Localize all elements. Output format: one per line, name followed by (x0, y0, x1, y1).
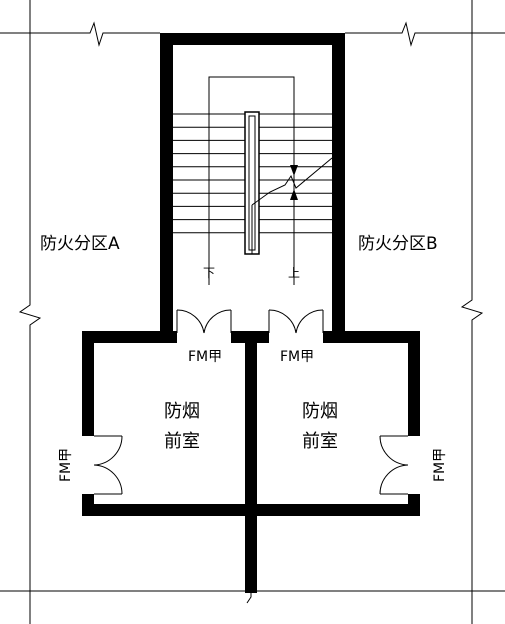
lobby-right-wall-upper (408, 331, 420, 436)
right-lobby-label-line2: 前室 (302, 431, 338, 452)
stair-left-wall (160, 33, 173, 331)
stair-down-label: 下 (203, 266, 215, 280)
fire-zone-b-label: 防火分区B (358, 234, 438, 254)
stair-right-wall (332, 33, 345, 331)
right-lobby-label-line1: 防烟 (302, 401, 338, 422)
lobby-center-wall (245, 331, 257, 593)
stair-shaft-walls (160, 33, 345, 331)
lobby-top-wall-right (323, 331, 420, 343)
lobby-left-wall-upper (82, 331, 94, 436)
lobby-walls (82, 331, 420, 604)
left-lobby-label-line1: 防烟 (164, 401, 200, 422)
down-arrow-head (290, 189, 298, 200)
stair-up-label: 上 (288, 266, 300, 280)
stair-flights: 下 上 (173, 76, 333, 285)
stair-top-wall (160, 33, 345, 45)
right-boundary-line (460, 0, 484, 624)
stair-left-door (176, 309, 232, 334)
fire-zone-a-label: 防火分区A (40, 234, 120, 254)
side-right-door (379, 435, 409, 495)
up-arrow-head (290, 165, 298, 176)
side-left-door-label: FM甲 (58, 448, 74, 482)
stair-right-door (268, 309, 324, 334)
doors (93, 309, 409, 495)
top-boundary-line (0, 21, 160, 47)
side-left-door (93, 435, 123, 495)
lobby-top-wall-left (82, 331, 177, 343)
side-right-door-label: FM甲 (432, 448, 448, 482)
left-boundary-line (18, 0, 42, 624)
top-boundary-line-right (345, 21, 505, 47)
center-wall-break (246, 591, 252, 604)
left-lobby-label-line2: 前室 (164, 431, 200, 452)
stair-left-door-label: FM甲 (188, 349, 222, 365)
stair-break-line (251, 157, 333, 206)
stair-right-door-label: FM甲 (280, 349, 314, 365)
